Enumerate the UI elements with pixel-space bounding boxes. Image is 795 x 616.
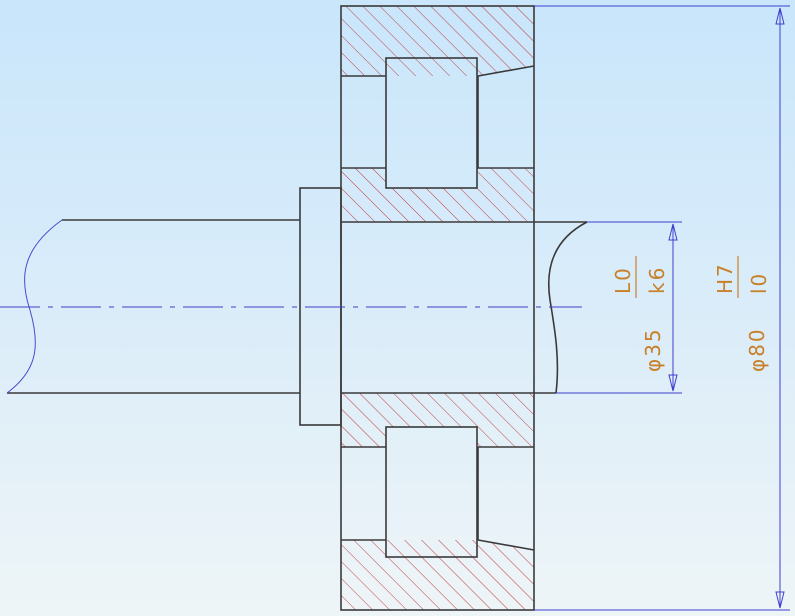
bearing-outline — [340, 5, 535, 611]
roller-bottom — [385, 426, 478, 558]
shaft-fit-diameter: φ35 — [641, 327, 665, 372]
shaft-fit-annotation: φ35 L0 k6 — [611, 266, 669, 372]
housing-fit-shaft-tolerance: l0 — [747, 272, 771, 294]
roller-top — [385, 57, 478, 189]
section-hatching — [341, 6, 534, 610]
housing-fit-diameter: φ80 — [745, 327, 769, 372]
housing-fit-hole-tolerance: H7 — [713, 262, 737, 294]
shaft-fit-hole-tolerance: L0 — [611, 266, 635, 294]
housing-fit-annotation: φ80 H7 l0 — [713, 262, 771, 372]
shaft-fit-shaft-tolerance: k6 — [645, 266, 669, 294]
dimension-lines — [534, 5, 790, 611]
